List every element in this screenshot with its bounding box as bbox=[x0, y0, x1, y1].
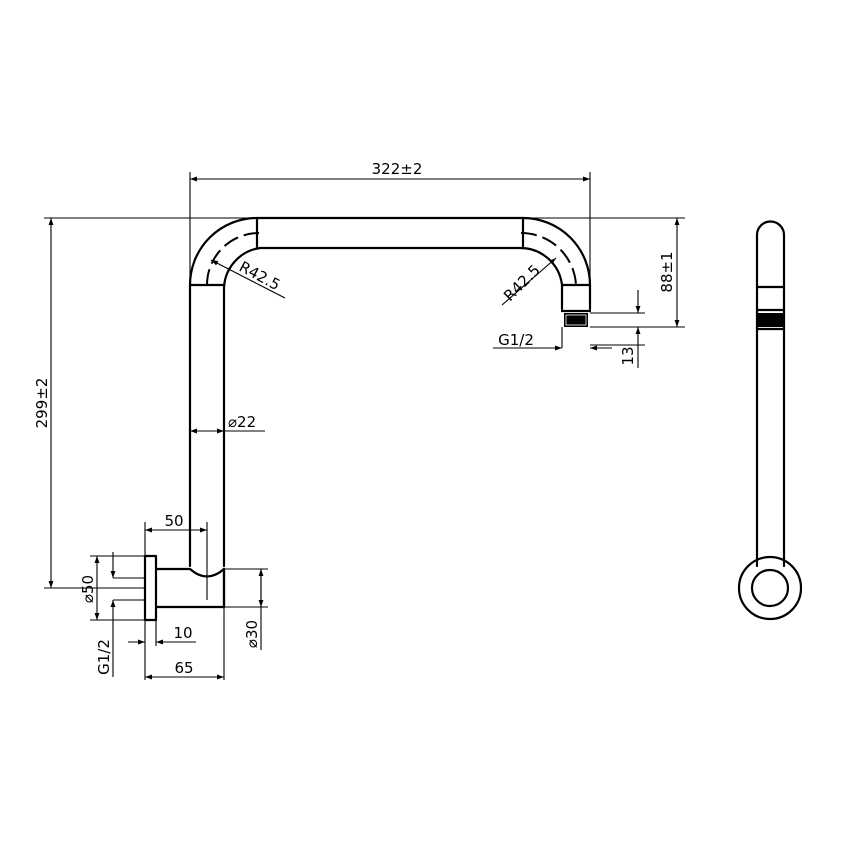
wall-flange bbox=[143, 554, 158, 622]
right-bend-centerline bbox=[520, 231, 577, 286]
side-view-thread bbox=[757, 313, 784, 327]
dimensions: 322±2 299±2 88±1 13 G1/2 R42.5 R42.5 ⌀22 bbox=[33, 160, 685, 680]
dim-body-diameter: ⌀30 bbox=[243, 620, 261, 648]
leader-radius-right bbox=[501, 257, 557, 306]
leader-radius-left bbox=[210, 259, 286, 299]
outlet-thread bbox=[564, 313, 588, 327]
dim-inlet-thread: G1/2 bbox=[95, 639, 113, 675]
left-bend-centerline bbox=[206, 232, 260, 286]
side-view-flange-inner bbox=[750, 568, 790, 608]
dim-inlet-length: 65 bbox=[174, 659, 193, 677]
side-view-flange-outer bbox=[737, 555, 803, 621]
arm-inner-contour bbox=[222, 246, 564, 568]
dim-flange-offset: 50 bbox=[164, 512, 183, 530]
side-view-pipe bbox=[755, 220, 786, 568]
dim-thread-length: 13 bbox=[619, 346, 637, 365]
dim-flange-thickness: 10 bbox=[173, 624, 192, 642]
dim-outlet-thread: G1/2 bbox=[498, 331, 534, 349]
dim-pipe-diameter: ⌀22 bbox=[228, 413, 256, 431]
dim-radius-right: R42.5 bbox=[500, 261, 544, 305]
dim-drop: 88±1 bbox=[658, 251, 676, 292]
dim-width-total: 322±2 bbox=[372, 160, 423, 178]
dim-height-total: 299±2 bbox=[33, 378, 51, 429]
wall-connector-body bbox=[154, 567, 226, 609]
arm-outer-contour bbox=[188, 216, 592, 568]
dim-radius-left: R42.5 bbox=[236, 258, 283, 294]
dim-flange-diameter: ⌀50 bbox=[79, 575, 97, 603]
shower-arm-side-view bbox=[737, 220, 803, 621]
